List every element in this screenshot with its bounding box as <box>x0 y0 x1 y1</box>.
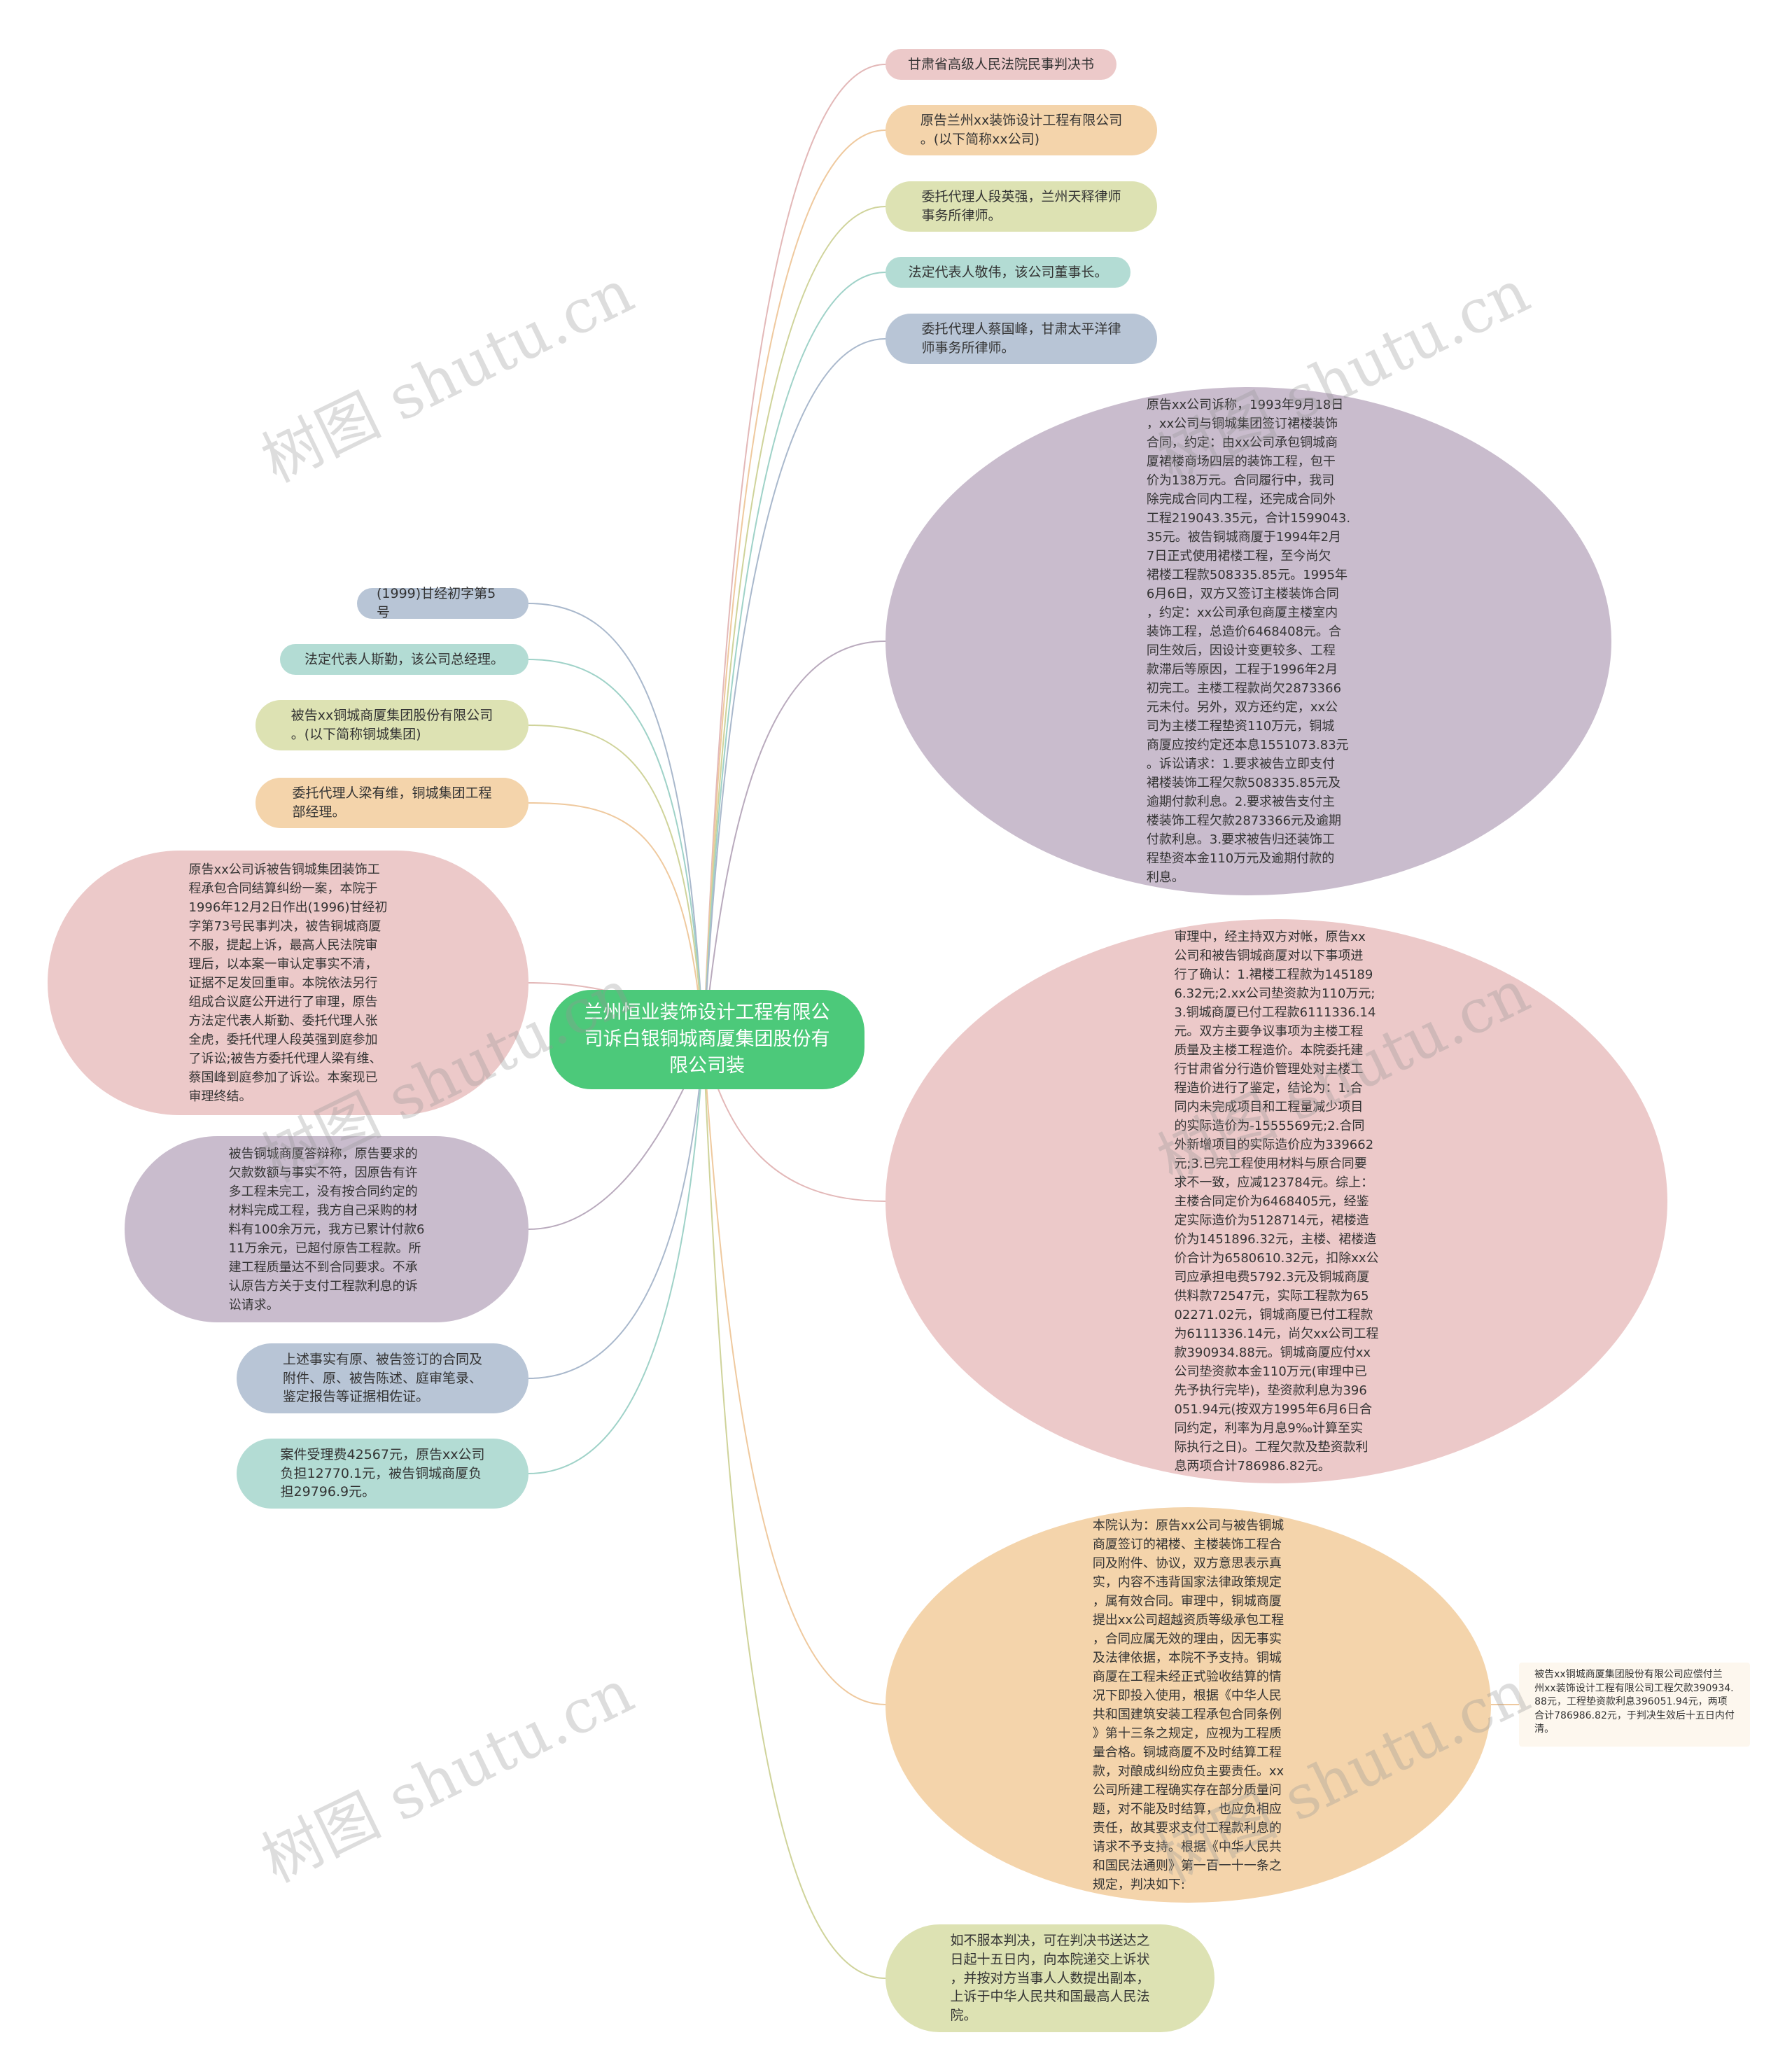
link-l2 <box>528 659 704 1045</box>
central-topic-label: 兰州恒业装饰设计工程有限公司诉白银铜城商厦集团股份有限公司装 <box>584 1002 830 1077</box>
node-court-title[interactable]: 甘肃省高级人民法院民事判决书 <box>886 49 1116 80</box>
link-l1 <box>528 603 704 1045</box>
link-n2 <box>703 130 886 1045</box>
node-defendant-representative[interactable]: 法定代表人斯勤，该公司总经理。 <box>280 644 528 675</box>
link-n3 <box>703 206 886 1045</box>
link-n1 <box>703 64 886 1045</box>
node-case-fee[interactable]: 案件受理费42567元，原告xx公司 负担12770.1元，被告铜城商厦负 担2… <box>237 1439 528 1509</box>
node-plaintiff[interactable]: 原告兰州xx装饰设计工程有限公司 。(以下简称xx公司) <box>886 105 1157 155</box>
link-l4 <box>528 802 704 1045</box>
link-l8 <box>528 1044 704 1474</box>
node-case-history[interactable]: 原告xx公司诉被告铜城集团装饰工 程承包合同结算纠纷一案，本院于 1996年12… <box>48 851 528 1115</box>
link-n5 <box>703 338 886 1045</box>
node-appeal-notice[interactable]: 如不服本判决，可在判决书送达之 日起十五日内，向本院递交上诉状 ，并按对方当事人… <box>886 1924 1214 2032</box>
central-topic[interactable]: 兰州恒业装饰设计工程有限公司诉白银铜城商厦集团股份有限公司装 <box>550 990 864 1089</box>
node-trial-findings[interactable]: 审理中，经主持双方对帐，原告xx 公司和被告铜城商厦对以下事项进 行了确认：1.… <box>886 919 1667 1483</box>
node-judgment[interactable]: 被告xx铜城商厦集团股份有限公司应偿付兰 州xx装饰设计工程有限公司工程欠款39… <box>1519 1663 1750 1747</box>
node-plaintiff-representative[interactable]: 法定代表人敬伟，该公司董事长。 <box>886 257 1130 288</box>
link-n8 <box>703 1044 886 1705</box>
node-agent-cai[interactable]: 委托代理人蔡国峰，甘肃太平洋律 师事务所律师。 <box>886 314 1157 364</box>
node-defendant-agent[interactable]: 委托代理人梁有维，铜城集团工程 部经理。 <box>255 778 528 828</box>
node-plaintiff-claim[interactable]: 原告xx公司诉称，1993年9月18日 ，xx公司与铜城集团签订裙楼装饰 合同，… <box>886 387 1611 895</box>
link-l7 <box>528 1044 704 1379</box>
link-n4 <box>703 272 886 1045</box>
node-court-opinion[interactable]: 本院认为：原告xx公司与被告铜城 商厦签订的裙楼、主楼装饰工程合 同及附件、协议… <box>886 1507 1491 1903</box>
node-defendant-defense[interactable]: 被告铜城商厦答辩称，原告要求的 欠款数额与事实不符，因原告有许 多工程未完工，没… <box>125 1136 528 1322</box>
link-n6 <box>703 641 886 1045</box>
node-evidence[interactable]: 上述事实有原、被告签订的合同及 附件、原、被告陈述、庭审笔录、 鉴定报告等证据相… <box>237 1343 528 1413</box>
node-defendant[interactable]: 被告xx铜城商厦集团股份有限公司 。(以下简称铜城集团) <box>255 700 528 750</box>
node-case-number[interactable]: (1999)甘经初字第5号 <box>357 586 528 620</box>
link-l3 <box>528 725 704 1045</box>
node-plaintiff-agent[interactable]: 委托代理人段英强，兰州天释律师 事务所律师。 <box>886 181 1157 232</box>
link-n9 <box>703 1044 886 1979</box>
